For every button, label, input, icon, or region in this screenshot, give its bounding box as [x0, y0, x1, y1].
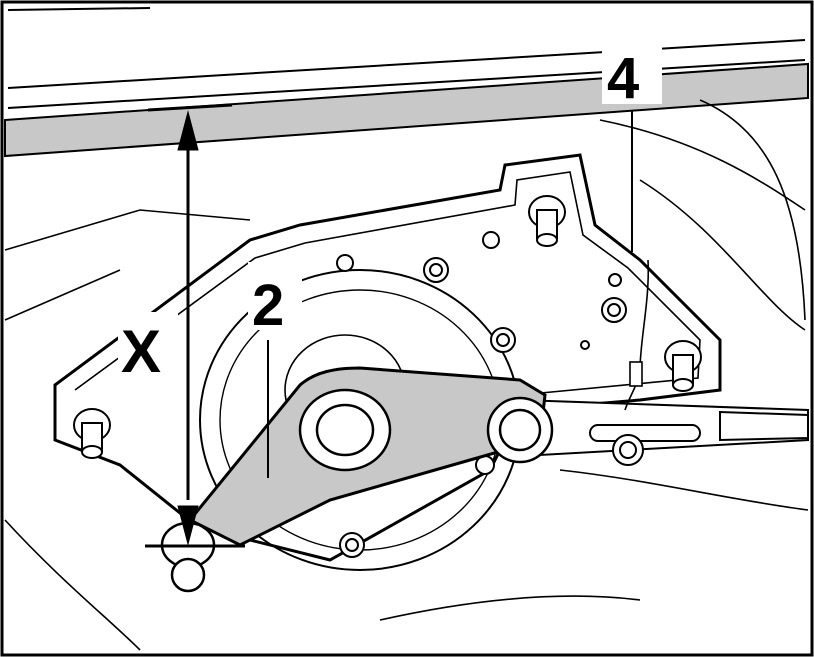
dimension-x-label: X [121, 318, 161, 385]
bolt-left [73, 408, 111, 459]
body-contour-lines [4, 99, 809, 651]
bolt-right [664, 340, 702, 392]
callout-part-2: 2 [252, 273, 284, 338]
windscreen-edge [7, 7, 806, 109]
dimension-x-indicator [145, 103, 245, 548]
callout-part-4: 4 [607, 46, 639, 111]
ball-joint [486, 396, 554, 464]
bolt-top-right [528, 195, 566, 247]
crank-pivot [298, 388, 392, 472]
plate-bolts [73, 195, 702, 558]
linkage-rod [518, 398, 809, 466]
